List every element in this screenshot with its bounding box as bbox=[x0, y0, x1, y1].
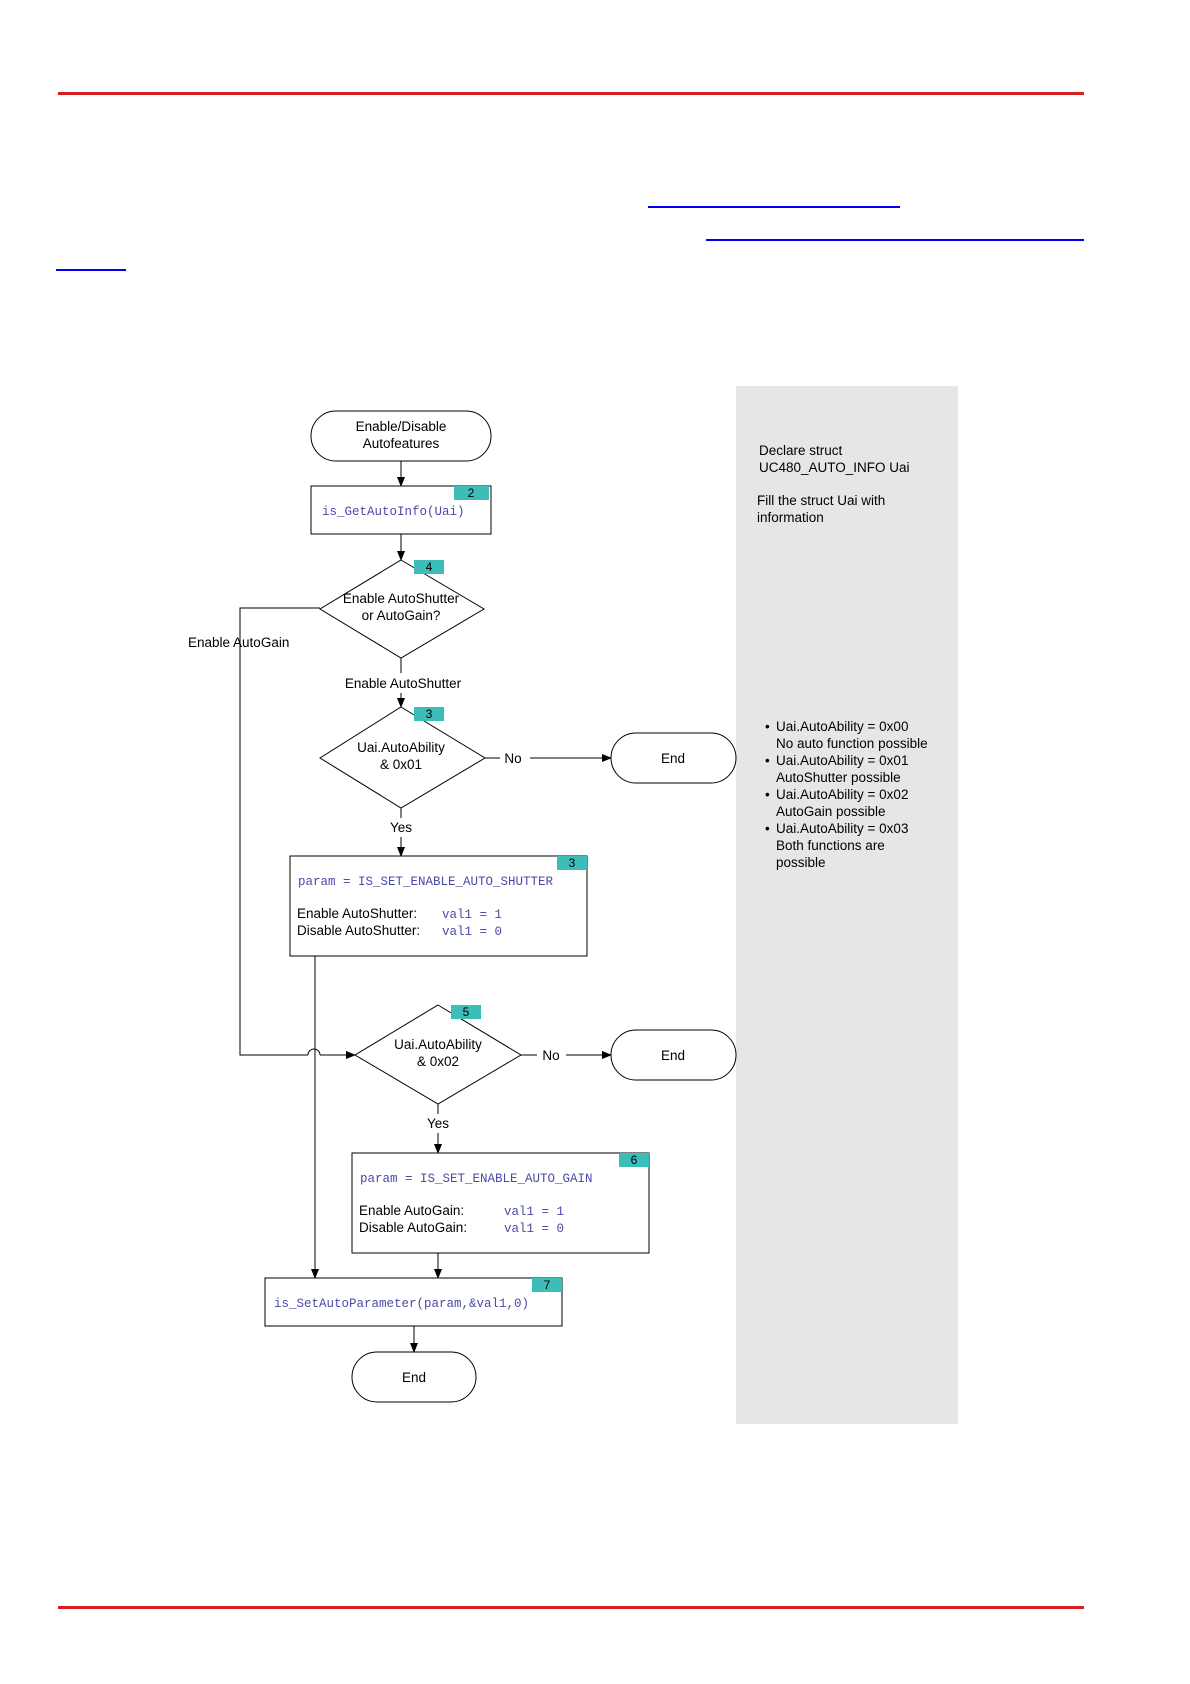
badge-step-3a-label: 3 bbox=[426, 707, 433, 721]
gain-param-box bbox=[351, 1152, 650, 1254]
shutter-disable-label: Disable AutoShutter: bbox=[297, 923, 420, 938]
bullet-dot: • bbox=[765, 719, 770, 734]
sidebar-fill-line1: Fill the struct Uai with bbox=[757, 493, 885, 508]
sidebar-bullet-4-line1: Uai.AutoAbility = 0x03 bbox=[776, 821, 908, 836]
set-auto-parameter-code: is_SetAutoParameter(param,&val1,0) bbox=[274, 1297, 529, 1311]
gain-disable-label: Disable AutoGain: bbox=[359, 1220, 467, 1235]
badge-step-7-label: 7 bbox=[544, 1278, 551, 1292]
sidebar-bullet-1-line1: Uai.AutoAbility = 0x00 bbox=[776, 719, 908, 734]
gain-param-code: param = IS_SET_ENABLE_AUTO_GAIN bbox=[360, 1172, 593, 1186]
end-final-label: End bbox=[402, 1370, 426, 1385]
shutter-param-box bbox=[289, 855, 588, 957]
gain-enable-label: Enable AutoGain: bbox=[359, 1203, 464, 1218]
end-terminal-final bbox=[351, 1351, 477, 1403]
sidebar-panel bbox=[736, 386, 958, 1424]
hyperlink-underline-2[interactable] bbox=[706, 239, 790, 241]
shutter-no-label: No bbox=[504, 751, 521, 766]
badge-step-3a bbox=[414, 707, 444, 721]
sidebar-declare-line2: UC480_AUTO_INFO Uai bbox=[759, 460, 910, 475]
set-auto-parameter-box bbox=[264, 1277, 563, 1327]
end-shutter-label: End bbox=[661, 751, 685, 766]
sidebar-bullet-3-line2: AutoGain possible bbox=[776, 804, 886, 819]
decision-main-line1: Enable AutoShutter bbox=[343, 591, 460, 606]
badge-step-3b-label: 3 bbox=[569, 856, 576, 870]
decision-shutter-line2: & 0x01 bbox=[380, 757, 422, 772]
badge-step-4-label: 4 bbox=[426, 560, 433, 574]
badge-step-2 bbox=[454, 486, 489, 500]
decision-shutter-line1: Uai.AutoAbility bbox=[357, 740, 445, 755]
sidebar-bullet-4-line3: possible bbox=[776, 855, 826, 870]
start-label-line1: Enable/Disable bbox=[356, 419, 447, 434]
badge-step-2-label: 2 bbox=[468, 486, 475, 500]
sidebar-bullet-2-line1: Uai.AutoAbility = 0x01 bbox=[776, 753, 908, 768]
sidebar-bullet-4-line2: Both functions are bbox=[776, 838, 885, 853]
bullet-dot: • bbox=[765, 821, 770, 836]
enable-autogain-label: Enable AutoGain bbox=[188, 635, 289, 650]
bullet-dot: • bbox=[765, 787, 770, 802]
start-label-line2: Autofeatures bbox=[363, 436, 440, 451]
connector-autogain-path bbox=[239, 607, 320, 1056]
get-auto-info-code: is_GetAutoInfo(Uai) bbox=[322, 505, 465, 519]
decision-main-diamond bbox=[319, 559, 485, 659]
badge-step-6-label: 6 bbox=[631, 1153, 638, 1167]
hyperlink-underline-4[interactable] bbox=[56, 269, 126, 271]
footer-rule bbox=[58, 1606, 1084, 1609]
hyperlink-underline-3[interactable] bbox=[790, 239, 1084, 241]
sidebar-fill-line2: information bbox=[757, 510, 824, 525]
badge-step-5 bbox=[451, 1005, 481, 1019]
decision-shutter-diamond bbox=[319, 706, 486, 809]
bullet-dot: • bbox=[765, 753, 770, 768]
end-gain-label: End bbox=[661, 1048, 685, 1063]
enable-autoshutter-label: Enable AutoShutter bbox=[345, 676, 462, 691]
connector-autogain-jump bbox=[307, 1048, 321, 1056]
shutter-disable-code: val1 = 0 bbox=[442, 925, 502, 939]
hyperlink-underline-1[interactable] bbox=[648, 206, 900, 208]
gain-yes-label: Yes bbox=[427, 1116, 449, 1131]
badge-step-5-label: 5 bbox=[463, 1005, 470, 1019]
decision-main-line2: or AutoGain? bbox=[362, 608, 441, 623]
sidebar-declare-line1: Declare struct bbox=[759, 443, 843, 458]
sidebar-bullet-3-line1: Uai.AutoAbility = 0x02 bbox=[776, 787, 908, 802]
badge-step-4 bbox=[414, 560, 444, 574]
header-rule bbox=[58, 92, 1084, 95]
shutter-yes-label: Yes bbox=[390, 820, 412, 835]
badge-step-3b bbox=[557, 856, 587, 870]
gain-enable-code: val1 = 1 bbox=[504, 1205, 564, 1219]
shutter-enable-label: Enable AutoShutter: bbox=[297, 906, 417, 921]
shutter-enable-code: val1 = 1 bbox=[442, 908, 502, 922]
gain-disable-code: val1 = 0 bbox=[504, 1222, 564, 1236]
badge-step-6 bbox=[619, 1153, 649, 1167]
end-terminal-gain bbox=[610, 1029, 737, 1081]
badge-step-7 bbox=[532, 1278, 562, 1292]
start-terminal bbox=[310, 410, 492, 462]
gain-no-label: No bbox=[542, 1048, 559, 1063]
end-terminal-shutter bbox=[610, 732, 737, 784]
decision-gain-diamond bbox=[354, 1004, 522, 1105]
shutter-param-code: param = IS_SET_ENABLE_AUTO_SHUTTER bbox=[298, 875, 554, 889]
sidebar-bullet-1-line2: No auto function possible bbox=[776, 736, 928, 751]
decision-gain-line1: Uai.AutoAbility bbox=[394, 1037, 482, 1052]
decision-gain-line2: & 0x02 bbox=[417, 1054, 459, 1069]
sidebar-bullet-2-line2: AutoShutter possible bbox=[776, 770, 901, 785]
